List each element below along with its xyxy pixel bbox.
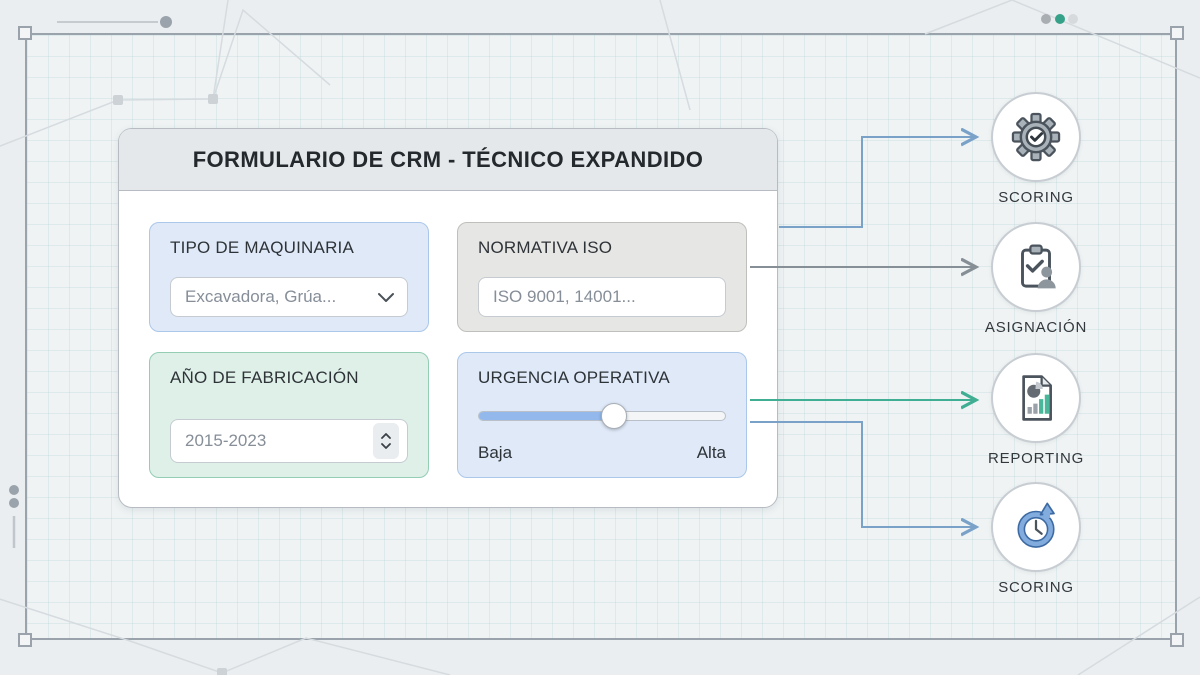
iso-standard-value: ISO 9001, 14001...	[493, 287, 636, 306]
urgency-slider-labels: Baja Alta	[478, 443, 726, 463]
urgency-slider-track[interactable]	[478, 402, 726, 429]
output-label-asignacion: ASIGNACIÓN	[984, 319, 1088, 336]
stepper-arrows-icon[interactable]	[373, 423, 399, 459]
urgency-max-label: Alta	[696, 443, 726, 462]
output-node-reporting: REPORTING	[966, 353, 1106, 467]
output-label-scoring-bottom: SCORING	[998, 579, 1074, 596]
machinery-type-value: Excavadora, Grúa...	[185, 287, 337, 306]
field-machinery-type: TIPO DE MAQUINARIA Excavadora, Grúa...	[149, 222, 429, 332]
chevron-down-icon	[377, 291, 395, 303]
urgency-slider-fill	[479, 411, 615, 420]
field-operational-urgency: URGENCIA OPERATIVA Baja Alta	[457, 352, 747, 478]
form-title: FORMULARIO DE CRM - TÉCNICO EXPANDIDO	[192, 146, 704, 172]
clipboard-user-icon	[991, 222, 1081, 312]
output-label-reporting: REPORTING	[987, 450, 1085, 467]
field-iso-standard: NORMATIVA ISO ISO 9001, 14001...	[457, 222, 747, 332]
machinery-type-select[interactable]: Excavadora, Grúa...	[170, 277, 408, 317]
report-chart-icon	[991, 353, 1081, 443]
machinery-type-label: TIPO DE MAQUINARIA	[170, 238, 355, 257]
status-dots	[1041, 14, 1078, 24]
selection-handle-top-right[interactable]	[1170, 26, 1184, 40]
manufacture-year-label: AÑO DE FABRICACIÓN	[170, 368, 359, 387]
operational-urgency-label: URGENCIA OPERATIVA	[478, 368, 670, 387]
gear-check-icon	[991, 92, 1081, 182]
urgency-min-label: Baja	[478, 443, 513, 462]
urgency-slider[interactable]	[478, 402, 726, 429]
output-label-scoring-top: SCORING	[998, 189, 1074, 206]
clock-refresh-icon	[991, 482, 1081, 572]
selection-handle-bottom-right[interactable]	[1170, 633, 1184, 647]
manufacture-year-stepper[interactable]: 2015-2023	[170, 419, 408, 463]
output-node-scoring-bottom: SCORING	[966, 482, 1106, 596]
urgency-slider-thumb[interactable]	[601, 402, 628, 429]
decor-dot	[160, 16, 172, 28]
iso-standard-label: NORMATIVA ISO	[478, 238, 613, 257]
selection-handle-top-left[interactable]	[18, 26, 32, 40]
crm-form-card: FORMULARIO DE CRM - TÉCNICO EXPANDIDO TI…	[118, 128, 778, 508]
decor-left-dots	[9, 485, 19, 548]
selection-handle-bottom-left[interactable]	[18, 633, 32, 647]
form-body: TIPO DE MAQUINARIA Excavadora, Grúa... N…	[119, 191, 777, 478]
form-header: FORMULARIO DE CRM - TÉCNICO EXPANDIDO	[119, 129, 777, 191]
output-node-scoring-top: SCORING	[966, 92, 1106, 206]
iso-standard-input[interactable]: ISO 9001, 14001...	[478, 277, 726, 317]
output-node-asignacion: ASIGNACIÓN	[966, 222, 1106, 336]
manufacture-year-value: 2015-2023	[185, 431, 267, 450]
field-manufacture-year: AÑO DE FABRICACIÓN 2015-2023	[149, 352, 429, 478]
